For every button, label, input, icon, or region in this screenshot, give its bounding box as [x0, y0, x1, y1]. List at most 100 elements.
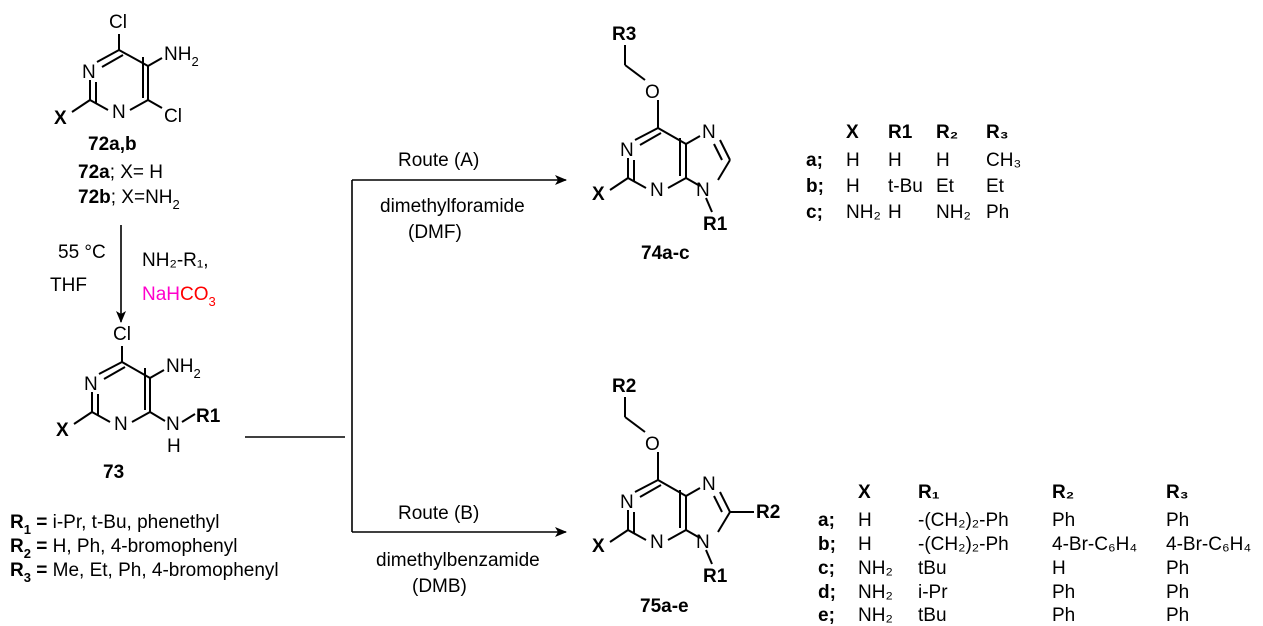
compound-73-structure	[73, 346, 196, 425]
atom-cl: Cl	[113, 324, 131, 345]
table-74-cell: NH₂	[846, 202, 881, 223]
table-75-cell: i-Pr	[918, 582, 948, 603]
atom-o: O	[645, 434, 660, 455]
table-75-cell: NH₂	[858, 605, 893, 626]
atom-h: H	[167, 436, 181, 457]
table-74-row-id: b;	[806, 176, 824, 197]
step1-base: NaHCO3	[142, 284, 216, 309]
atom-x: X	[592, 536, 605, 557]
atom-r3: R3	[612, 24, 636, 45]
atom-n: N	[114, 414, 128, 435]
table-75-header-x: X	[858, 482, 871, 503]
table-74-cell: Ph	[986, 202, 1009, 223]
table-74-cell: H	[888, 150, 902, 171]
table-74-cell: CH₃	[986, 150, 1021, 171]
table-75-cell: Ph	[1052, 605, 1075, 626]
table-75-cell: tBu	[918, 558, 947, 579]
table-74-row-id: a;	[806, 150, 823, 171]
table-75-cell: Ph	[1166, 510, 1189, 531]
substituent-r2: R2 = H, Ph, 4-bromophenyl	[10, 536, 237, 561]
step1-solvent: THF	[50, 275, 87, 296]
step1-temperature: 55 °C	[58, 242, 106, 263]
table-74-cell: Et	[986, 176, 1005, 197]
atom-n: N	[166, 414, 180, 435]
route-a-abbr: (DMF)	[408, 222, 462, 243]
atom-x: X	[592, 184, 605, 205]
compound-75-label: 75a-e	[640, 596, 689, 617]
table-74-row-id: c;	[806, 202, 823, 223]
table-75-cell: Ph	[1052, 582, 1075, 603]
table-74-header-r1: R1	[888, 122, 913, 143]
route-b-abbr: (DMB)	[412, 576, 467, 597]
compound-74-label: 74a-c	[641, 243, 690, 264]
step1-reagent: NH₂-R₁,	[142, 250, 209, 271]
atom-n: N	[650, 532, 664, 553]
table-75-header-r2: R₂	[1052, 482, 1074, 503]
compound-72-structure	[71, 34, 163, 113]
atom-x: X	[54, 108, 67, 129]
table-75-cell: H	[858, 510, 872, 531]
atom-cl: Cl	[164, 106, 182, 127]
atom-n: N	[702, 122, 716, 143]
table-75-row-id: b;	[818, 534, 836, 555]
table-75-cell: -(CH₂)₂-Ph	[918, 534, 1009, 555]
table-74-cell: t-Bu	[888, 176, 923, 197]
table-74-header-x: X	[846, 122, 859, 143]
compound-75-structure	[609, 397, 754, 565]
substituent-r3: R3 = Me, Et, Ph, 4-bromophenyl	[10, 560, 279, 585]
table-75-header-r3: R₃	[1166, 482, 1189, 503]
atom-nh: NH2	[164, 44, 199, 69]
atom-n: N	[696, 180, 710, 201]
table-75-cell: 4-Br-C₆H₄	[1052, 534, 1137, 555]
atom-n: N	[620, 492, 634, 513]
table-75-cell: H	[1052, 558, 1066, 579]
table-75-row-id: c;	[818, 558, 835, 579]
atom-r1: R1	[196, 406, 221, 427]
compound-72a-definition: 72a; X= H	[78, 162, 163, 183]
atom-o: O	[645, 82, 660, 103]
route-a-name: Route (A)	[398, 150, 479, 171]
table-75: X R₁ R₂ R₃ a; H -(CH₂)₂-Ph Ph Ph b; H -(…	[818, 482, 1251, 626]
compound-73-label: 73	[103, 462, 124, 483]
atom-nh: NH2	[166, 356, 201, 381]
table-75-cell: Ph	[1052, 510, 1075, 531]
table-74-cell: Et	[936, 176, 955, 197]
table-75-cell: tBu	[918, 605, 947, 626]
table-74-cell: H	[936, 150, 950, 171]
atom-n: N	[84, 374, 98, 395]
table-74: X R1 R₂ R₃ a; H H H CH₃ b; H t-Bu Et Et …	[806, 122, 1021, 223]
table-75-cell: NH₂	[858, 558, 893, 579]
atom-cl: Cl	[109, 12, 127, 33]
table-74-cell: H	[846, 150, 860, 171]
compound-74-structure	[609, 45, 731, 213]
substituent-r1: R1 = i-Pr, t-Bu, phenethyl	[10, 512, 220, 537]
table-75-row-id: d;	[818, 582, 836, 603]
table-74-cell: H	[846, 176, 860, 197]
atom-n: N	[696, 532, 710, 553]
atom-n: N	[620, 140, 634, 161]
table-74-cell: NH₂	[936, 202, 971, 223]
table-75-header-r1: R₁	[918, 482, 940, 503]
atom-x: X	[56, 420, 69, 441]
table-75-cell: 4-Br-C₆H₄	[1166, 534, 1251, 555]
route-b-name: Route (B)	[398, 503, 479, 524]
compound-72b-definition: 72b; X=NH2	[78, 187, 180, 212]
atom-r1: R1	[703, 566, 728, 587]
route-a-solvent: dimethylforamide	[380, 196, 525, 217]
table-75-cell: H	[858, 534, 872, 555]
table-75-cell: NH₂	[858, 582, 893, 603]
table-75-row-id: e;	[818, 605, 835, 626]
atom-n: N	[650, 180, 664, 201]
atom-n: N	[702, 474, 716, 495]
table-75-cell: Ph	[1166, 582, 1189, 603]
table-75-cell: Ph	[1166, 558, 1189, 579]
table-75-row-id: a;	[818, 510, 835, 531]
compound-72-label: 72a,b	[88, 134, 137, 155]
route-b-solvent: dimethylbenzamide	[376, 550, 540, 571]
table-75-cell: -(CH₂)₂-Ph	[918, 510, 1009, 531]
table-74-cell: H	[888, 202, 902, 223]
atom-n: N	[82, 62, 96, 83]
table-75-cell: Ph	[1166, 605, 1189, 626]
table-74-header-r3: R₃	[986, 122, 1009, 143]
